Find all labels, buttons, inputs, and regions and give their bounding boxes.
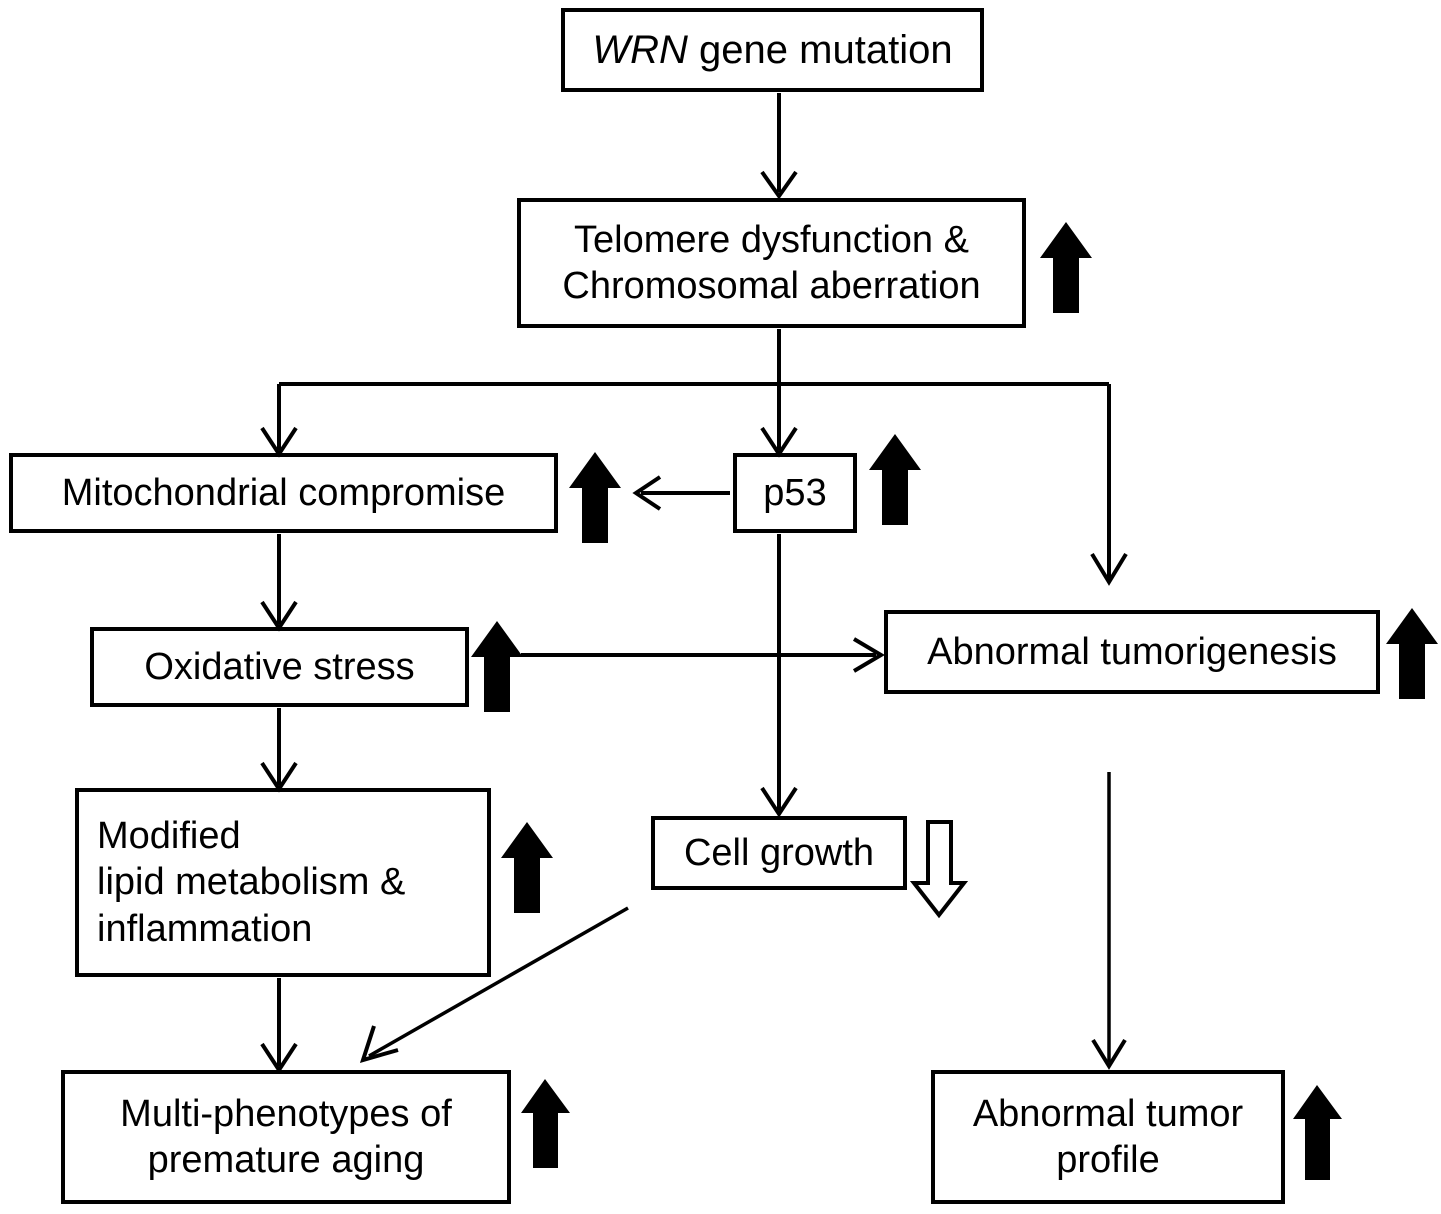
edge-oxidative-to-tumorigenesis [521,637,885,673]
edge-telomere-to-split-bus [279,329,1109,386]
trend-marker-up-tumorigenesis [1386,608,1438,699]
edge-split-to-tumorigenesis [1090,384,1128,586]
node-box-p53[interactable] [733,453,857,533]
trend-marker-up-tumorprofile [1293,1085,1342,1180]
trend-marker-up-aging [521,1079,570,1168]
edge-cellgrowth-to-aging [359,906,629,1063]
trend-marker-up-lipid [501,822,553,913]
edge-p53-to-cellgrowth [760,534,798,818]
trend-marker-up-mitochondrial [569,452,621,543]
trend-marker-up-oxidative [471,621,523,712]
edge-wrn-to-telomere [760,93,798,200]
edge-oxidative-to-lipid [260,708,298,793]
node-box-abnormal-tumorigenesis[interactable] [884,610,1380,694]
edge-lipid-to-aging [260,978,298,1074]
edge-p53-to-mitochondrial [632,475,730,511]
node-box-modified-lipid-metabolism[interactable] [75,788,491,977]
node-box-cell-growth[interactable] [651,816,907,890]
trend-marker-up-telomere [1040,222,1092,313]
node-box-wrn-gene-mutation[interactable] [561,8,984,92]
node-box-mitochondrial-compromise[interactable] [9,453,558,533]
edge-tumorigenesis-to-tumorprofile [1091,772,1127,1070]
node-box-multi-phenotypes-premature-aging[interactable] [61,1070,511,1204]
node-box-oxidative-stress[interactable] [90,627,469,707]
trend-marker-down-cellgrowth [909,820,969,919]
edge-split-to-mitochondrial [260,384,298,458]
edge-mitochondrial-to-oxidative [260,534,298,632]
edge-split-to-p53 [760,384,798,458]
trend-marker-up-p53 [869,434,921,525]
node-box-abnormal-tumor-profile[interactable] [931,1070,1285,1204]
node-box-telomere-dysfunction[interactable] [517,198,1026,328]
